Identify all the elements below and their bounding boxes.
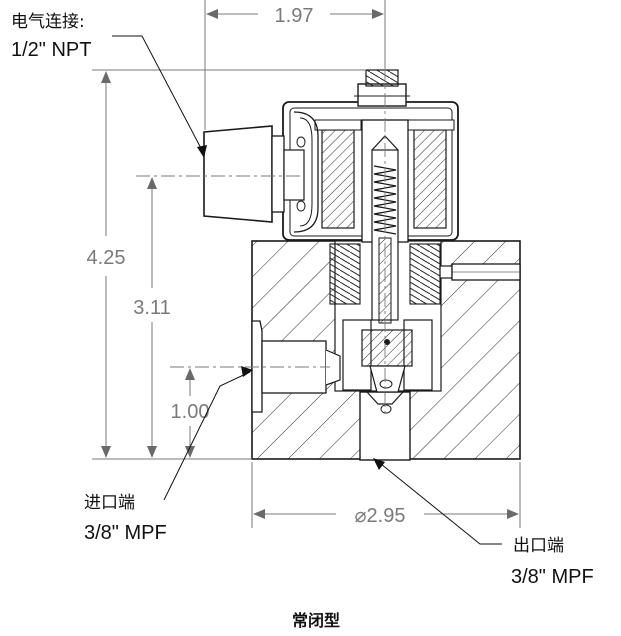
dimension-body-diameter: ⌀2.95 bbox=[253, 505, 519, 527]
figure-caption: 常闭型 bbox=[292, 611, 340, 630]
dim-solenoid-height-label: 3.11 bbox=[133, 297, 170, 319]
center-lines bbox=[136, 68, 386, 418]
dim-top-width-label: 1.97 bbox=[275, 5, 314, 27]
inlet-spec: 3/8" MPF bbox=[84, 522, 167, 544]
dimension-overall-height: 4.25 bbox=[87, 71, 126, 458]
valve-seat bbox=[329, 243, 441, 414]
callout-outlet: 出口端 3/8" MPF bbox=[511, 536, 594, 588]
dim-overall-height-label: 4.25 bbox=[87, 247, 126, 269]
dimension-top-width: 1.97 bbox=[206, 5, 384, 27]
leader-lines bbox=[112, 35, 502, 545]
dim-inlet-height-label: 1.00 bbox=[171, 401, 210, 423]
outlet-label: 出口端 bbox=[513, 536, 564, 556]
dimension-inlet-height: 1.00 bbox=[171, 368, 210, 458]
inlet-label: 进口端 bbox=[84, 493, 135, 513]
callout-inlet: 进口端 3/8" MPF bbox=[84, 493, 167, 544]
callout-electrical: 电气连接: 1/2" NPT bbox=[11, 12, 91, 61]
electrical-connection-label: 电气连接: bbox=[11, 12, 85, 32]
dim-body-diameter-label: ⌀2.95 bbox=[355, 505, 406, 527]
outlet-spec: 3/8" MPF bbox=[511, 566, 594, 588]
solenoid-coil bbox=[282, 101, 459, 243]
extension-lines bbox=[92, 0, 521, 528]
electrical-connection-spec: 1/2" NPT bbox=[11, 39, 91, 61]
dimension-solenoid-height: 3.11 bbox=[133, 177, 171, 458]
electrical-connector bbox=[203, 111, 319, 233]
top-nut bbox=[354, 69, 410, 107]
